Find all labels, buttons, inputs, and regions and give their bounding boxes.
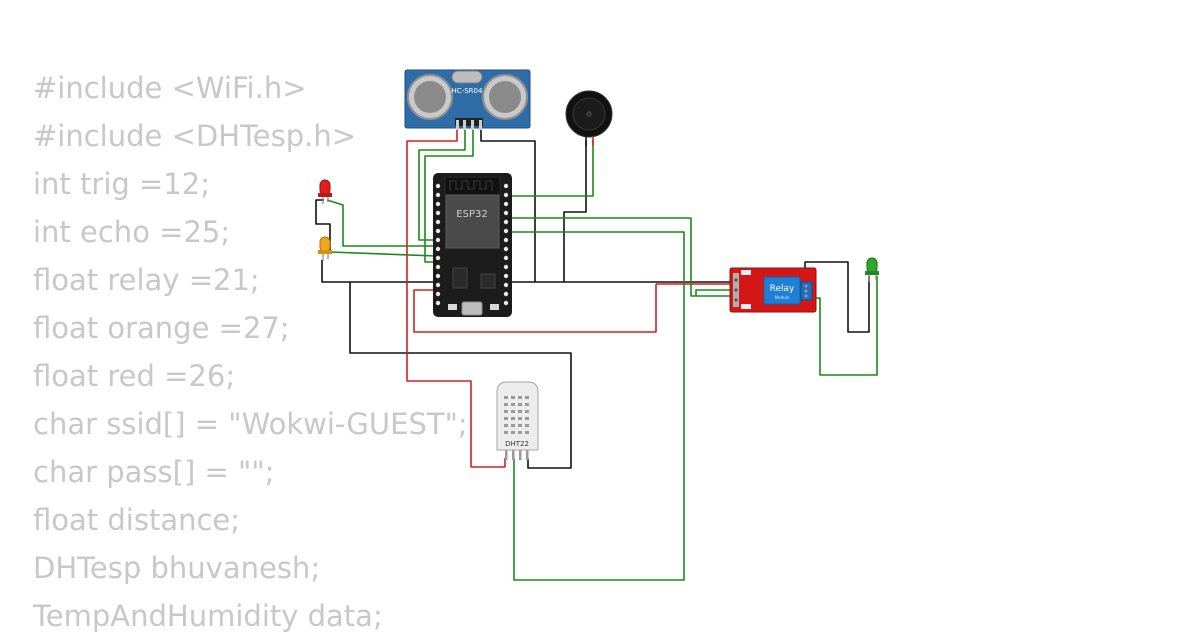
- wires: [315, 124, 878, 581]
- dht22-sensor[interactable]: DHT22: [496, 381, 539, 460]
- wire-echo[interactable]: [424, 124, 474, 263]
- code-line: #include <WiFi.h>: [33, 71, 307, 105]
- wire-dht-data[interactable]: [508, 231, 685, 581]
- led-red[interactable]: [318, 179, 332, 204]
- code-line: char pass[] = "";: [33, 455, 275, 489]
- wire-ground-sensor[interactable]: [480, 124, 536, 282]
- ultrasonic-sensor[interactable]: HC-SR04: [404, 69, 531, 130]
- wire-led-red-signal[interactable]: [326, 199, 436, 247]
- relay-module[interactable]: Relay Module: [729, 267, 817, 313]
- code-line: DHTesp bhuvanesh;: [33, 551, 321, 585]
- wire-ground-dht[interactable]: [349, 282, 572, 469]
- code-line: float orange =27;: [33, 311, 290, 345]
- wire-buzzer-signal[interactable]: [508, 140, 594, 197]
- wire-led-orange-signal[interactable]: [327, 251, 437, 257]
- code-line: int echo =25;: [33, 215, 231, 249]
- wire-ground-buzzer[interactable]: [563, 140, 587, 282]
- relay-sublabel: Module: [775, 295, 790, 300]
- wire-power-sensor[interactable]: [406, 124, 506, 468]
- code-line: #include <DHTesp.h>: [33, 119, 357, 153]
- wire-relay-led-signal[interactable]: [812, 276, 878, 376]
- esp32-label: ESP32: [456, 209, 487, 220]
- wire-relay-com[interactable]: [695, 289, 740, 296]
- code-line: float distance;: [33, 503, 241, 537]
- wire-ground-led-red[interactable]: [315, 199, 331, 250]
- dht22-label: DHT22: [505, 440, 529, 448]
- buzzer[interactable]: [565, 90, 613, 146]
- wire-relay-signal[interactable]: [508, 217, 740, 297]
- wire-ground-main[interactable]: [321, 260, 730, 283]
- ultrasonic-label: HC-SR04: [452, 87, 483, 95]
- relay-label: Relay: [770, 284, 795, 294]
- code-line: char ssid[] = "Wokwi-GUEST";: [33, 407, 468, 441]
- led-orange[interactable]: [318, 236, 332, 261]
- esp32-board[interactable]: ESP32: [433, 173, 512, 317]
- wire-ground-relay-led[interactable]: [804, 261, 870, 333]
- code-line: int trig =12;: [33, 167, 210, 201]
- code-line: float red =26;: [33, 359, 236, 393]
- code-line: float relay =21;: [33, 263, 260, 297]
- led-green[interactable]: [865, 257, 879, 282]
- wire-power-board[interactable]: [413, 284, 657, 333]
- code-line: TempAndHumidity data;: [33, 599, 383, 633]
- code-listing: #include <WiFi.h> #include <DHTesp.h> int …: [33, 64, 468, 640]
